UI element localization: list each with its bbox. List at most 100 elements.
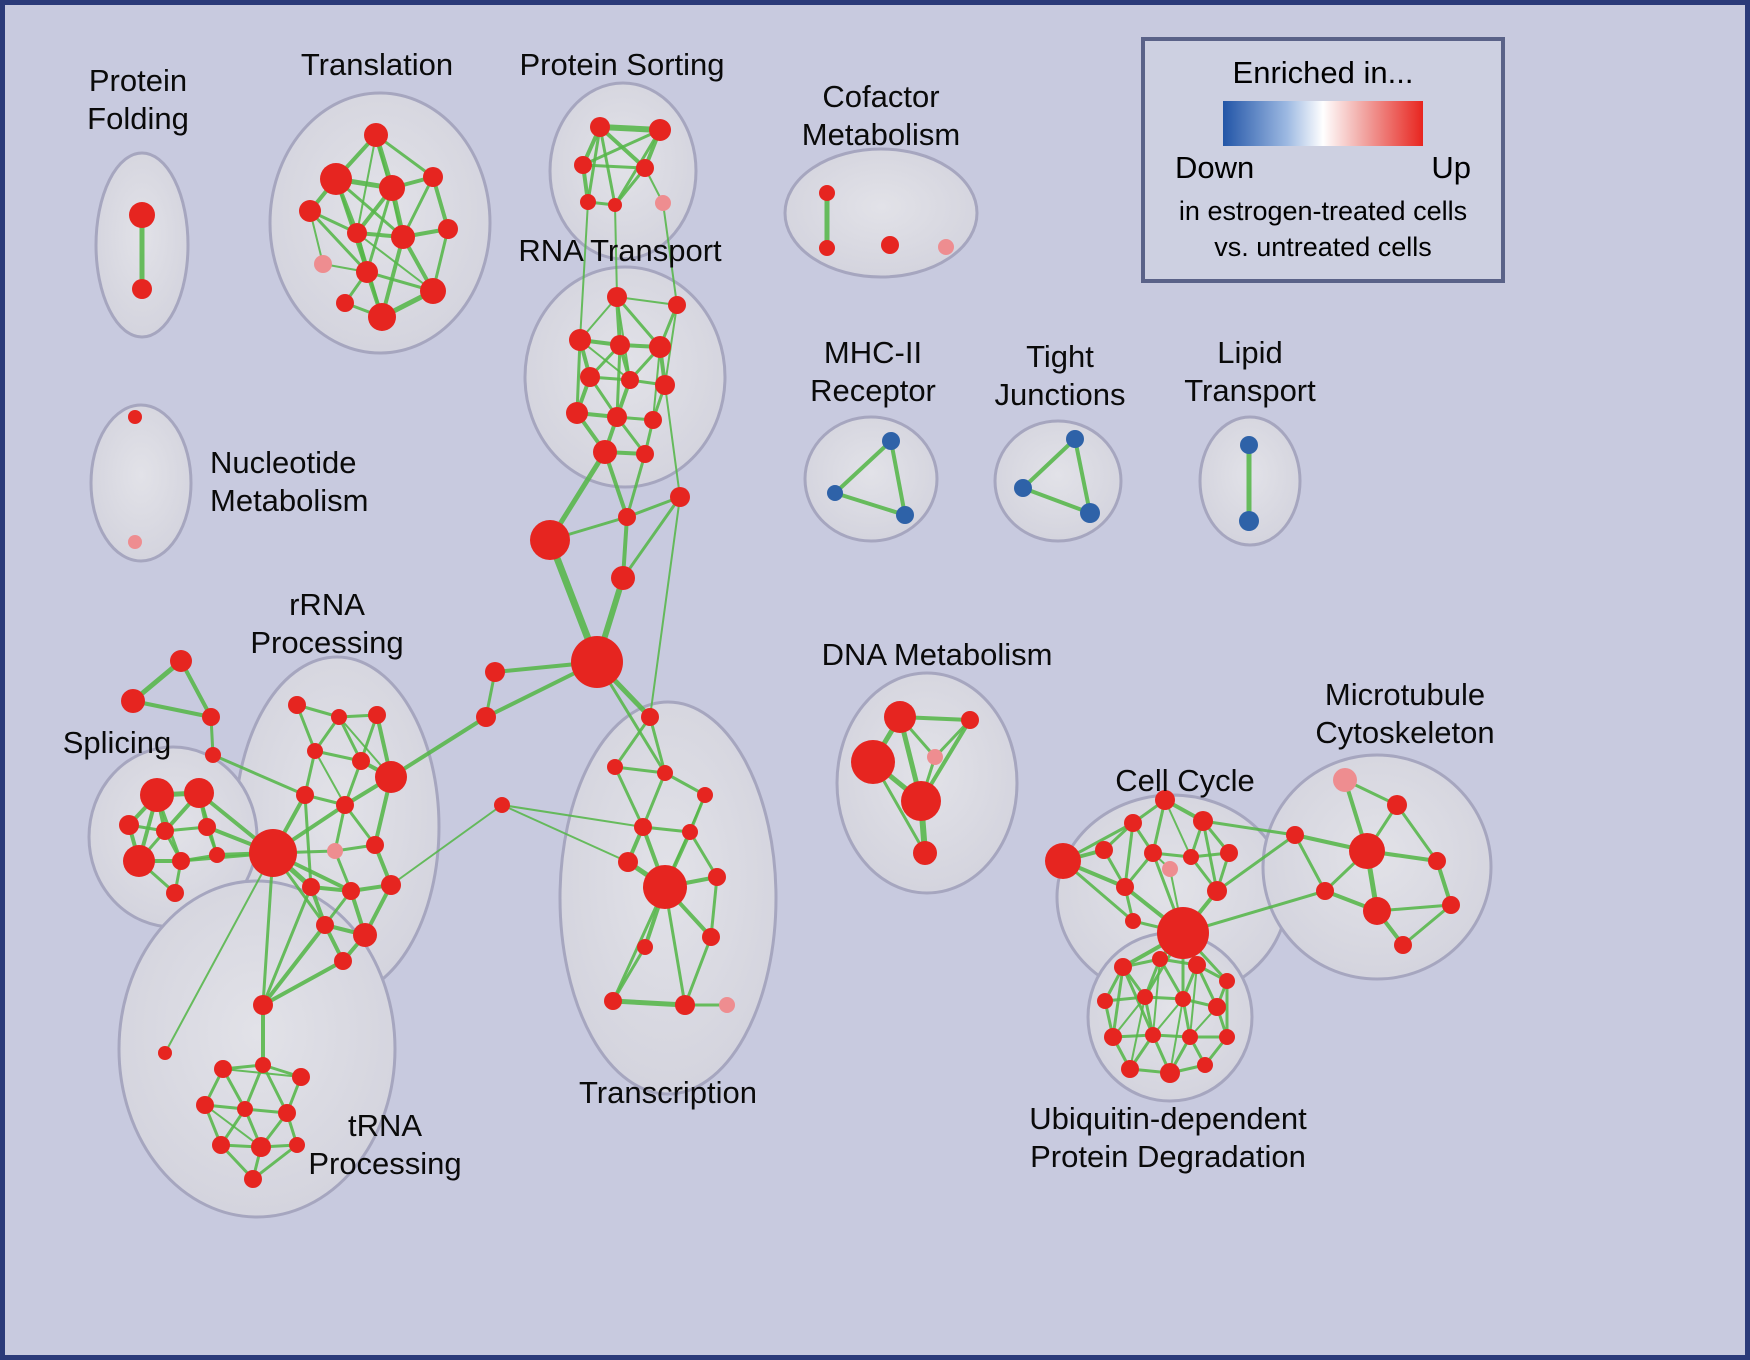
cluster-label-ubiquitin-degradation: Protein Degradation [1030,1139,1306,1174]
network-node-rt13 [636,445,654,463]
network-edge [390,804,503,886]
network-node-tr11 [420,278,446,304]
legend-down-label: Down [1175,150,1255,185]
network-node-tr6 [347,223,367,243]
network-node-sp1 [140,778,174,812]
network-edge [1073,437,1092,515]
network-node-ub6 [1137,989,1153,1005]
network-node-tr8 [438,219,458,239]
network-node-sp8 [209,847,225,863]
network-edge [579,201,589,341]
network-node-tc5 [634,818,652,836]
network-edge [389,715,488,779]
network-edge [164,852,274,1054]
network-node-rr7 [296,786,314,804]
network-edge [1164,799,1192,858]
network-node-rr1 [288,696,306,714]
cluster-label-microtubule-cytoskeleton: Microtubule [1325,677,1485,712]
network-node-sp6 [123,845,155,877]
network-edge [1111,965,1125,1039]
cluster-label-lipid-transport: Transport [1184,373,1316,408]
network-edge [1201,819,1297,837]
network-node-og1 [170,650,192,672]
network-edge [1129,996,1146,1070]
network-node-rr16 [353,923,377,947]
network-edge [625,452,647,519]
network-node-rt12 [593,440,617,464]
network-node-dm2 [961,711,979,729]
network-node-rr14 [381,875,401,895]
cluster-label-cell-cycle: Cell Cycle [1115,763,1255,798]
network-node-cf4 [938,239,954,255]
network-node-rr12 [302,878,320,896]
network-node-rr6 [375,761,407,793]
network-node-ub15 [1197,1057,1213,1073]
network-edge [261,851,275,1007]
network-node-cf1 [819,185,835,201]
network-node-ps6 [608,198,622,212]
cluster-ellipse-nucleotide-metabolism [89,403,193,563]
cluster-label-trna-processing: Processing [308,1146,461,1181]
cluster-ellipse-cofactor-metabolism [783,147,979,279]
network-node-mh2 [827,485,843,501]
network-node-tc12 [604,992,622,1010]
network-edge [611,945,647,1003]
network-node-cc2 [1124,814,1142,832]
network-node-ub9 [1104,1028,1122,1046]
network-edge [664,384,681,498]
cluster-label-tight-junctions: Tight [1026,339,1094,374]
network-node-pf2 [132,279,152,299]
network-node-tn12 [158,1046,172,1060]
network-edge [261,885,313,1007]
cluster-ellipse-mhc-ii-receptor [803,415,939,543]
network-edge [649,496,681,718]
network-edge [621,495,682,580]
network-node-pf1 [129,202,155,228]
network-node-rt2 [668,296,686,314]
network-node-sp4 [156,822,174,840]
network-node-tn7 [278,1104,296,1122]
network-edge [615,343,622,419]
network-node-tc13 [675,995,695,1015]
legend-scale-labels: Down Up [1175,150,1471,186]
network-node-tr13 [336,294,354,312]
network-node-sp7 [172,852,190,870]
network-node-tn11 [244,1170,262,1188]
cluster-label-protein-folding: Folding [87,101,189,136]
cluster-label-trna-processing: tRNA [348,1108,422,1143]
network-node-ub2 [1152,951,1168,967]
network-node-nm2 [128,535,142,549]
network-node-tr12 [368,303,396,331]
network-node-tj1 [1066,430,1084,448]
network-node-cc11 [1207,881,1227,901]
network-node-og4 [205,747,221,763]
network-edge [616,296,678,306]
network-node-cf3 [881,236,899,254]
network-node-ub1 [1114,958,1132,976]
network-node-x5 [571,636,623,688]
network-node-tr5 [423,167,443,187]
network-node-rt1 [607,287,627,307]
network-node-cc7 [1220,844,1238,862]
network-node-sp3 [119,815,139,835]
cluster-label-nucleotide-metabolism: Nucleotide [210,445,356,480]
network-node-tj3 [1080,503,1100,523]
network-node-tc3 [657,765,673,781]
network-node-tj2 [1014,479,1032,497]
legend-gradient-bar [1223,101,1423,146]
network-node-tr3 [299,200,321,222]
network-node-tr2 [320,163,352,195]
network-node-x8 [494,797,510,813]
network-node-rt6 [580,367,600,387]
network-edge [833,491,907,517]
network-node-mh1 [882,432,900,450]
cluster-label-translation: Translation [301,47,453,82]
legend-title: Enriched in... [1232,55,1414,90]
network-edge [314,750,346,806]
network-node-tn6 [237,1101,253,1117]
network-node-cc13 [1125,913,1141,929]
network-node-dm6 [913,841,937,865]
